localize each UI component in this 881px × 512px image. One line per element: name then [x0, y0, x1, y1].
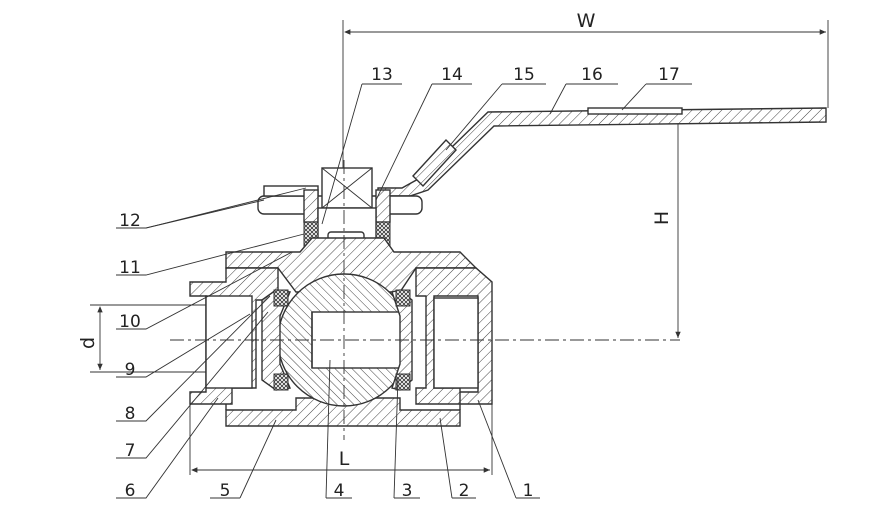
centerlines: [170, 160, 680, 440]
dimension-l-label: L: [339, 448, 350, 470]
handle: [377, 107, 827, 197]
dimension-h: H: [651, 117, 681, 338]
callouts: 1 2 3 4 5 6 7 8 9 10 11 12 13 14 15 16 1…: [119, 65, 680, 501]
callout-5: 5: [220, 481, 231, 501]
dimension-h-label: H: [651, 211, 673, 225]
valve-body: [189, 237, 493, 427]
callout-16: 16: [581, 65, 603, 85]
callout-6: 6: [125, 481, 136, 501]
leaders: [116, 83, 692, 499]
dimension-w-label: W: [577, 10, 596, 32]
callout-3: 3: [402, 481, 413, 501]
callout-1: 1: [523, 481, 534, 501]
callout-12: 12: [119, 211, 141, 231]
dimension-l: L: [189, 404, 493, 475]
dimension-w: W: [342, 10, 829, 180]
callout-10: 10: [119, 312, 141, 332]
callout-2: 2: [459, 481, 470, 501]
callout-14: 14: [441, 65, 463, 85]
dimension-d-label: d: [77, 337, 99, 349]
callout-7: 7: [125, 441, 136, 461]
handle-sleeve: [412, 138, 457, 188]
callout-4: 4: [334, 481, 345, 501]
callout-13: 13: [371, 65, 393, 85]
callout-15: 15: [513, 65, 535, 85]
callout-11: 11: [119, 258, 141, 278]
callout-9: 9: [125, 360, 136, 380]
callout-8: 8: [125, 404, 136, 424]
callout-17: 17: [658, 65, 680, 85]
